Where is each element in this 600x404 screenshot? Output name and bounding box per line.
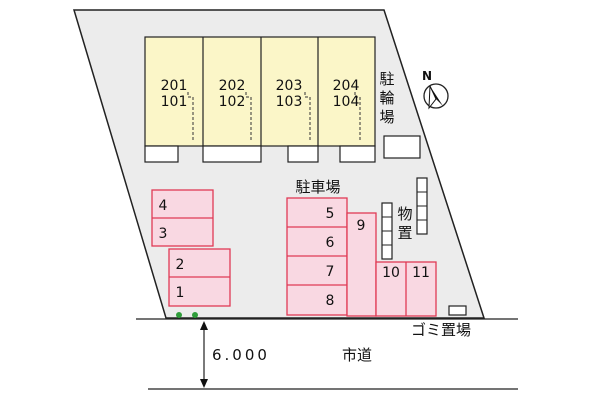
unit-lower-number: 102 xyxy=(219,94,246,110)
garbage-box xyxy=(448,305,467,316)
parking-group-b: 2 1 xyxy=(168,248,231,307)
bicycle-parking-label: 場 xyxy=(379,108,394,126)
unit-lower-number: 104 xyxy=(333,94,360,110)
unit-upper-number: 201 xyxy=(161,78,188,94)
storage-label: 物 xyxy=(397,205,412,223)
storage-sheds: 物 置 xyxy=(381,177,428,260)
parking-space-number: 11 xyxy=(412,265,430,281)
parking-space-number: 3 xyxy=(159,226,168,242)
parking-space-number: 10 xyxy=(382,265,400,281)
parking-space-number: 5 xyxy=(326,206,335,222)
shrub-icon xyxy=(176,312,198,318)
unit-lower-number: 101 xyxy=(161,94,188,110)
unit-upper-number: 203 xyxy=(276,78,303,94)
north-compass-icon: N xyxy=(422,69,449,110)
parking-group-c: 5 6 7 8 xyxy=(286,197,348,316)
unit-upper-number: 204 xyxy=(333,78,360,94)
parking-space-number: 8 xyxy=(326,293,335,309)
bicycle-parking-label: 駐 xyxy=(379,70,394,88)
storage-label: 置 xyxy=(397,224,412,242)
dimension-arrow-icon: 6.000 xyxy=(200,321,270,388)
bicycle-parking-label: 輪 xyxy=(379,89,394,107)
parking-space-number: 1 xyxy=(176,285,185,301)
parking-space-number: 2 xyxy=(176,257,185,273)
city-road-label: 市道 xyxy=(342,346,372,364)
apartment-building: 201 101 202 102 203 103 204 104 xyxy=(144,36,376,163)
garbage-area: ゴミ置場 xyxy=(411,305,471,339)
city-road: 市道 xyxy=(136,318,518,390)
parking-space-number: 9 xyxy=(357,218,366,234)
parking-space-number: 7 xyxy=(326,264,335,280)
garbage-area-label: ゴミ置場 xyxy=(411,321,471,339)
bicycle-parking: 駐 輪 場 xyxy=(379,70,421,159)
parking-space-number: 4 xyxy=(159,198,168,214)
parking-space-9: 9 xyxy=(346,212,377,317)
parking-area-label: 駐車場 xyxy=(295,178,340,196)
unit-upper-number: 202 xyxy=(219,78,246,94)
unit-lower-number: 103 xyxy=(276,94,303,110)
parking-group-a: 4 3 xyxy=(151,189,214,247)
parking-group-d: 10 11 xyxy=(375,261,437,317)
north-label: N xyxy=(422,69,432,83)
parking-space-number: 6 xyxy=(326,235,335,251)
road-width-label: 6.000 xyxy=(212,346,270,364)
bicycle-shed xyxy=(383,135,421,159)
